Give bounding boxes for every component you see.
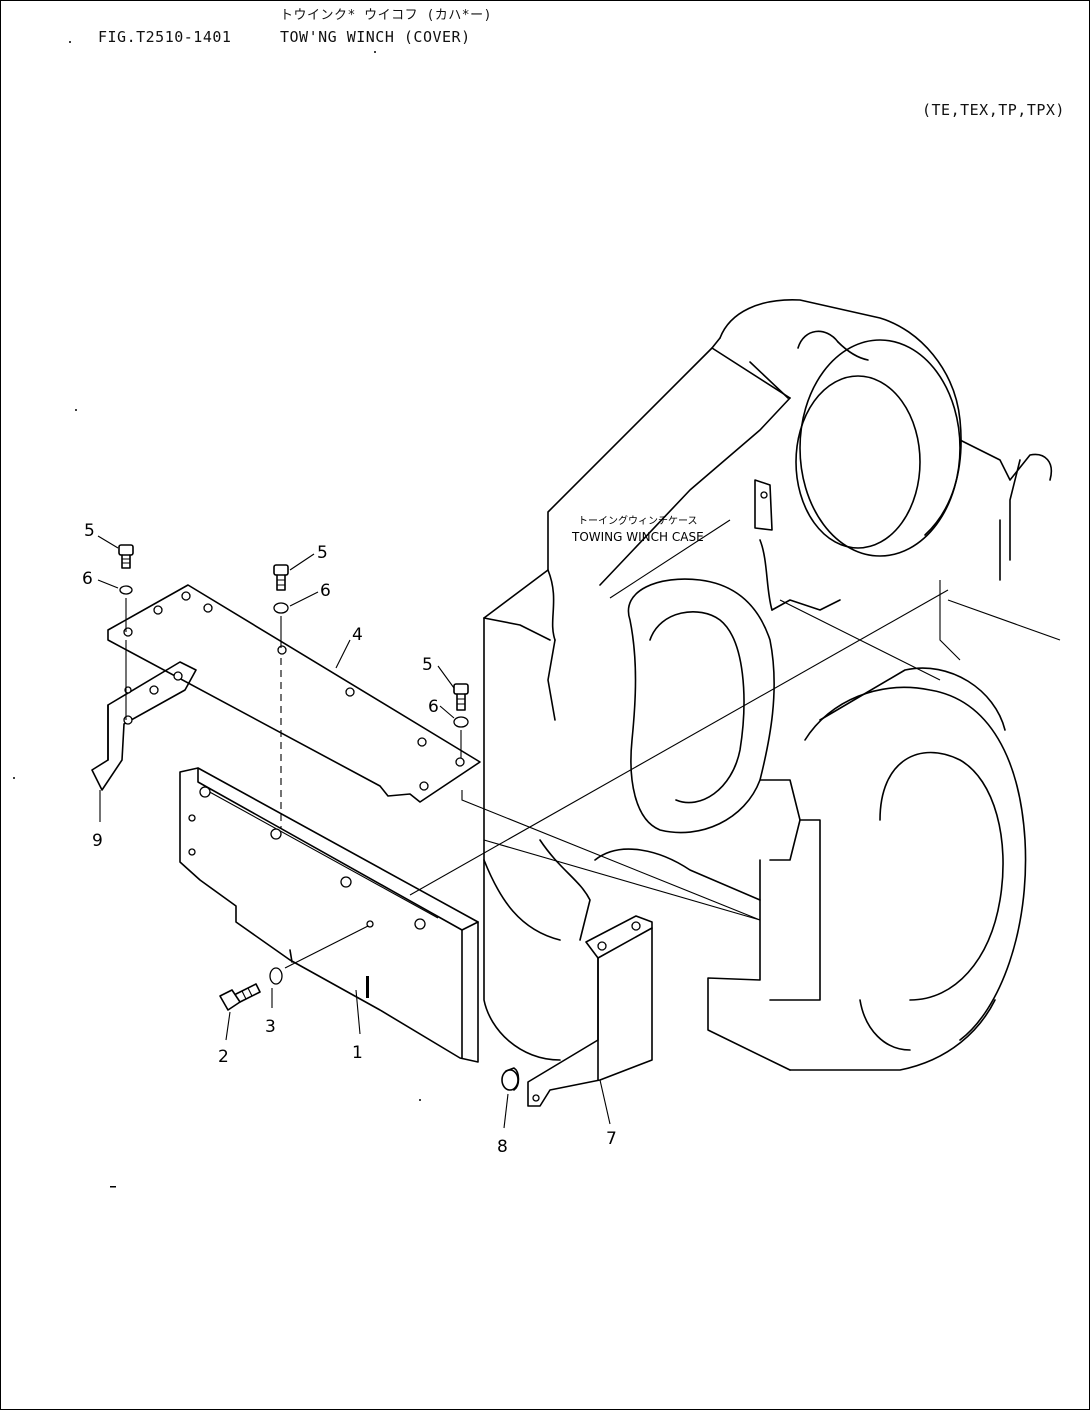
callout-1: 1 [352,1043,363,1063]
case-label-japanese: トーイングウィンチケース [578,514,698,527]
callout-5-right: 5 [422,655,433,675]
callout-4: 4 [352,625,363,645]
washer-6-right [453,716,469,728]
callout-8: 8 [497,1137,508,1157]
callout-2: 2 [218,1047,229,1067]
applicable-models: (TE,TEX,TP,TPX) [922,101,1065,119]
title-japanese: トウインク* ウイコフ (カハ*ー) [280,8,492,23]
washer-3 [269,967,283,985]
figure-title: TOW'NG WINCH (COVER) [280,28,471,46]
callout-9: 9 [92,831,103,851]
part-9-left-bracket [91,661,197,791]
callout-3: 3 [265,1017,276,1037]
callout-5-middle: 5 [317,543,328,563]
callout-7: 7 [606,1129,617,1149]
bolt-5-middle [273,564,289,591]
callout-6-middle: 6 [320,581,331,601]
part-4-top-cover-plate [107,584,481,803]
bolt-5-right [453,683,469,711]
part-1-front-cover-plate [179,767,479,1063]
callout-6-right: 6 [428,697,439,717]
case-label-english: TOWING WINCH CASE [571,530,704,544]
part-7-right-bracket [527,915,653,1107]
callout-6-left: 6 [82,569,93,589]
bolt-5-left [118,544,134,569]
washer-6-middle [273,602,289,614]
figure-number: FIG.T2510-1401 [98,28,232,46]
bolt-2 [219,983,261,1011]
callout-leaders [97,519,731,1129]
callout-5-left: 5 [84,521,95,541]
towing-winch-case [461,299,1061,1071]
washer-6-left [119,585,133,595]
bushing-8 [501,1067,520,1091]
scan-specks [13,41,421,1188]
alignment-lines [284,589,949,969]
